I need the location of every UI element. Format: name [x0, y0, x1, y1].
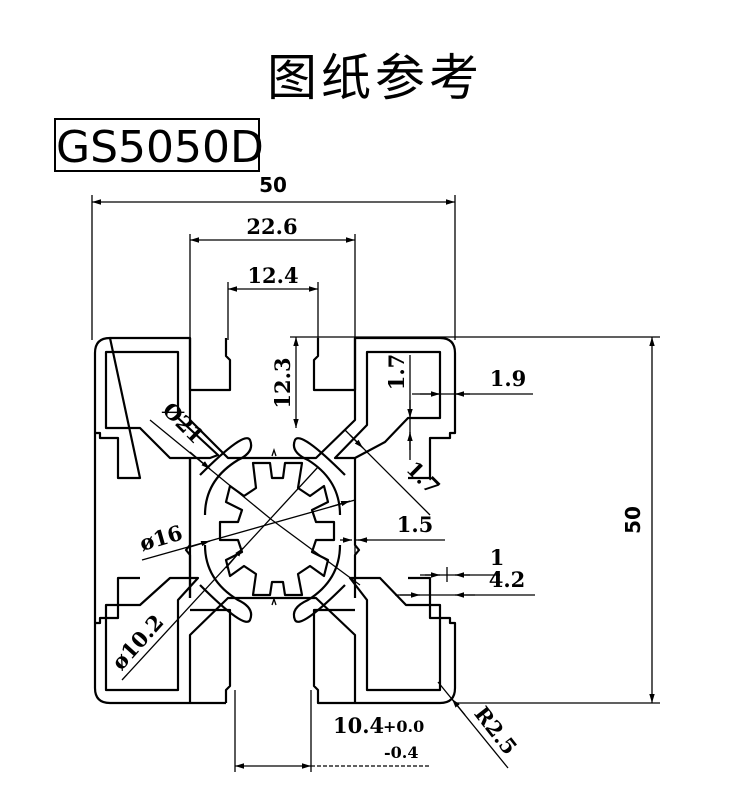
dim-bottom-slot-nominal: 10.4	[333, 713, 384, 738]
dim-wall-thickness: 1.9	[490, 366, 527, 391]
dim-overall-height: 50	[621, 506, 645, 534]
dim-bottom-slot-tol-lower: -0.4	[384, 743, 418, 762]
dim-slot-outer-width: 22.6	[246, 214, 297, 239]
page-title: 图纸参考	[267, 49, 483, 107]
dim-lip-step: 1	[490, 545, 505, 570]
dim-slot-opening: 12.4	[247, 263, 298, 288]
dimension-lines	[91, 195, 660, 772]
model-label-box: GS5050D	[54, 118, 264, 173]
dim-center-hole: ø10.2	[106, 609, 168, 674]
dim-overall-width: 50	[259, 173, 287, 197]
dim-slot-depth: 12.3	[270, 357, 295, 408]
profile-outline	[93, 336, 457, 705]
dim-bottom-slot-tol-upper: +0.0	[383, 717, 424, 736]
dimension-labels: 50 22.6 12.4 12.3 1.7 1.9 1.7 Ø21 ø16 ø1…	[106, 173, 645, 762]
dim-lip-height: 1.7	[384, 354, 409, 391]
dim-rib-thickness: 1.5	[397, 512, 434, 537]
model-number: GS5050D	[56, 122, 264, 173]
dim-lip-offset: 4.2	[489, 567, 526, 592]
